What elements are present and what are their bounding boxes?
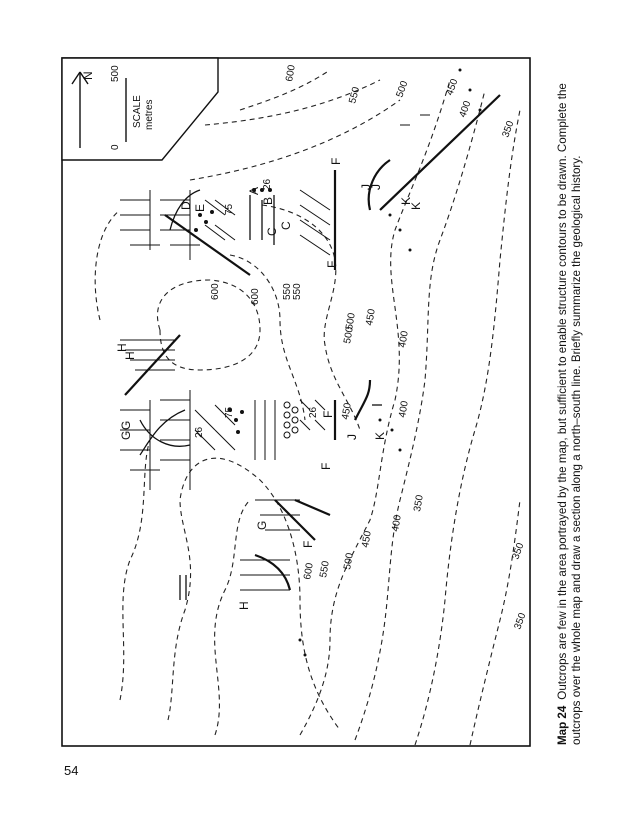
unit-label: F <box>325 261 339 268</box>
unit-label: A <box>247 187 261 195</box>
unit-label: J <box>345 434 359 440</box>
unit-label: F <box>321 411 335 418</box>
unit-label: B <box>261 197 275 205</box>
contour-label: 500 <box>342 326 356 345</box>
unit-label: F <box>301 541 315 548</box>
contour-label: 400 <box>397 400 411 419</box>
unit-label: F <box>319 463 333 470</box>
unit-labels: H G G F F E D C B A J K H G F F J K J K … <box>115 158 423 610</box>
scale-bar: 0 500 SCALE metres <box>110 65 155 150</box>
contour-label: 500 <box>344 312 358 331</box>
unit-label: H <box>237 601 251 610</box>
contour-label: 400 <box>457 99 473 119</box>
unit-label: K <box>373 432 387 440</box>
outcrop-dots <box>298 68 482 657</box>
contour-label: 600 <box>302 562 316 581</box>
contour-label: 600 <box>284 64 298 83</box>
dip-labels: 26 75 26 75 26 <box>194 178 319 438</box>
map-frame <box>61 57 531 747</box>
dip-label: 26 <box>308 406 319 418</box>
page-number: 54 <box>64 763 79 778</box>
outcrop-lower <box>179 498 331 600</box>
unit-label: K <box>409 202 423 210</box>
unit-label: J <box>359 184 373 190</box>
unit-label: D <box>179 201 193 210</box>
outcrop-upper <box>120 94 501 276</box>
unit-label: K <box>399 197 413 205</box>
contour-labels: 600 550 500 450 400 350 600 550 500 450 … <box>210 64 529 631</box>
unit-label: G <box>255 521 269 530</box>
contour-label: 400 <box>397 330 411 349</box>
map-id: Map 24 <box>556 705 569 745</box>
unit-label: J <box>369 184 383 190</box>
contour-label: 450 <box>444 77 460 97</box>
scale-min: 0 <box>110 144 121 150</box>
dip-label: 75 <box>224 203 235 215</box>
scale-max: 500 <box>110 65 121 82</box>
unit-label: F <box>329 158 343 165</box>
contour-label: 350 <box>510 541 526 561</box>
unit-label: H <box>123 351 137 360</box>
north-label: N <box>81 71 95 80</box>
scale-unit: metres <box>144 99 155 130</box>
scale-title: SCALE <box>132 95 143 128</box>
contour-label: 600 <box>250 288 261 305</box>
contour-label: 350 <box>512 611 528 631</box>
contour-label: 550 <box>282 283 293 300</box>
dip-label: 75 <box>224 406 235 418</box>
unit-label: G <box>119 431 133 440</box>
scale-box <box>61 57 219 161</box>
north-arrow: N <box>71 71 95 148</box>
contours <box>94 69 521 746</box>
map-caption: Map 24Outcrops are few in the area portr… <box>556 45 583 745</box>
contour-label: 450 <box>364 308 378 327</box>
outcrop-middle <box>120 334 382 490</box>
contour-label: 350 <box>500 119 516 139</box>
unit-label: C <box>265 227 279 236</box>
unit-label: G <box>119 421 133 430</box>
caption-text: Outcrops are few in the area portrayed b… <box>556 83 583 745</box>
contour-label: 550 <box>292 283 303 300</box>
contour-label: 500 <box>342 552 356 571</box>
contour-label: 600 <box>210 283 221 300</box>
dip-label: 26 <box>262 178 273 190</box>
unit-label: E <box>193 204 207 212</box>
contour-label: 500 <box>394 79 410 99</box>
contour-label: 550 <box>318 560 332 579</box>
dip-label: 26 <box>194 426 205 438</box>
unit-label: C <box>279 221 293 230</box>
contour-label: 400 <box>390 514 404 533</box>
contour-label: 350 <box>412 494 426 513</box>
unit-label: H <box>115 343 129 352</box>
contour-label: 550 <box>347 85 362 104</box>
contour-label: 450 <box>360 530 374 549</box>
contour-label: 450 <box>340 402 354 421</box>
